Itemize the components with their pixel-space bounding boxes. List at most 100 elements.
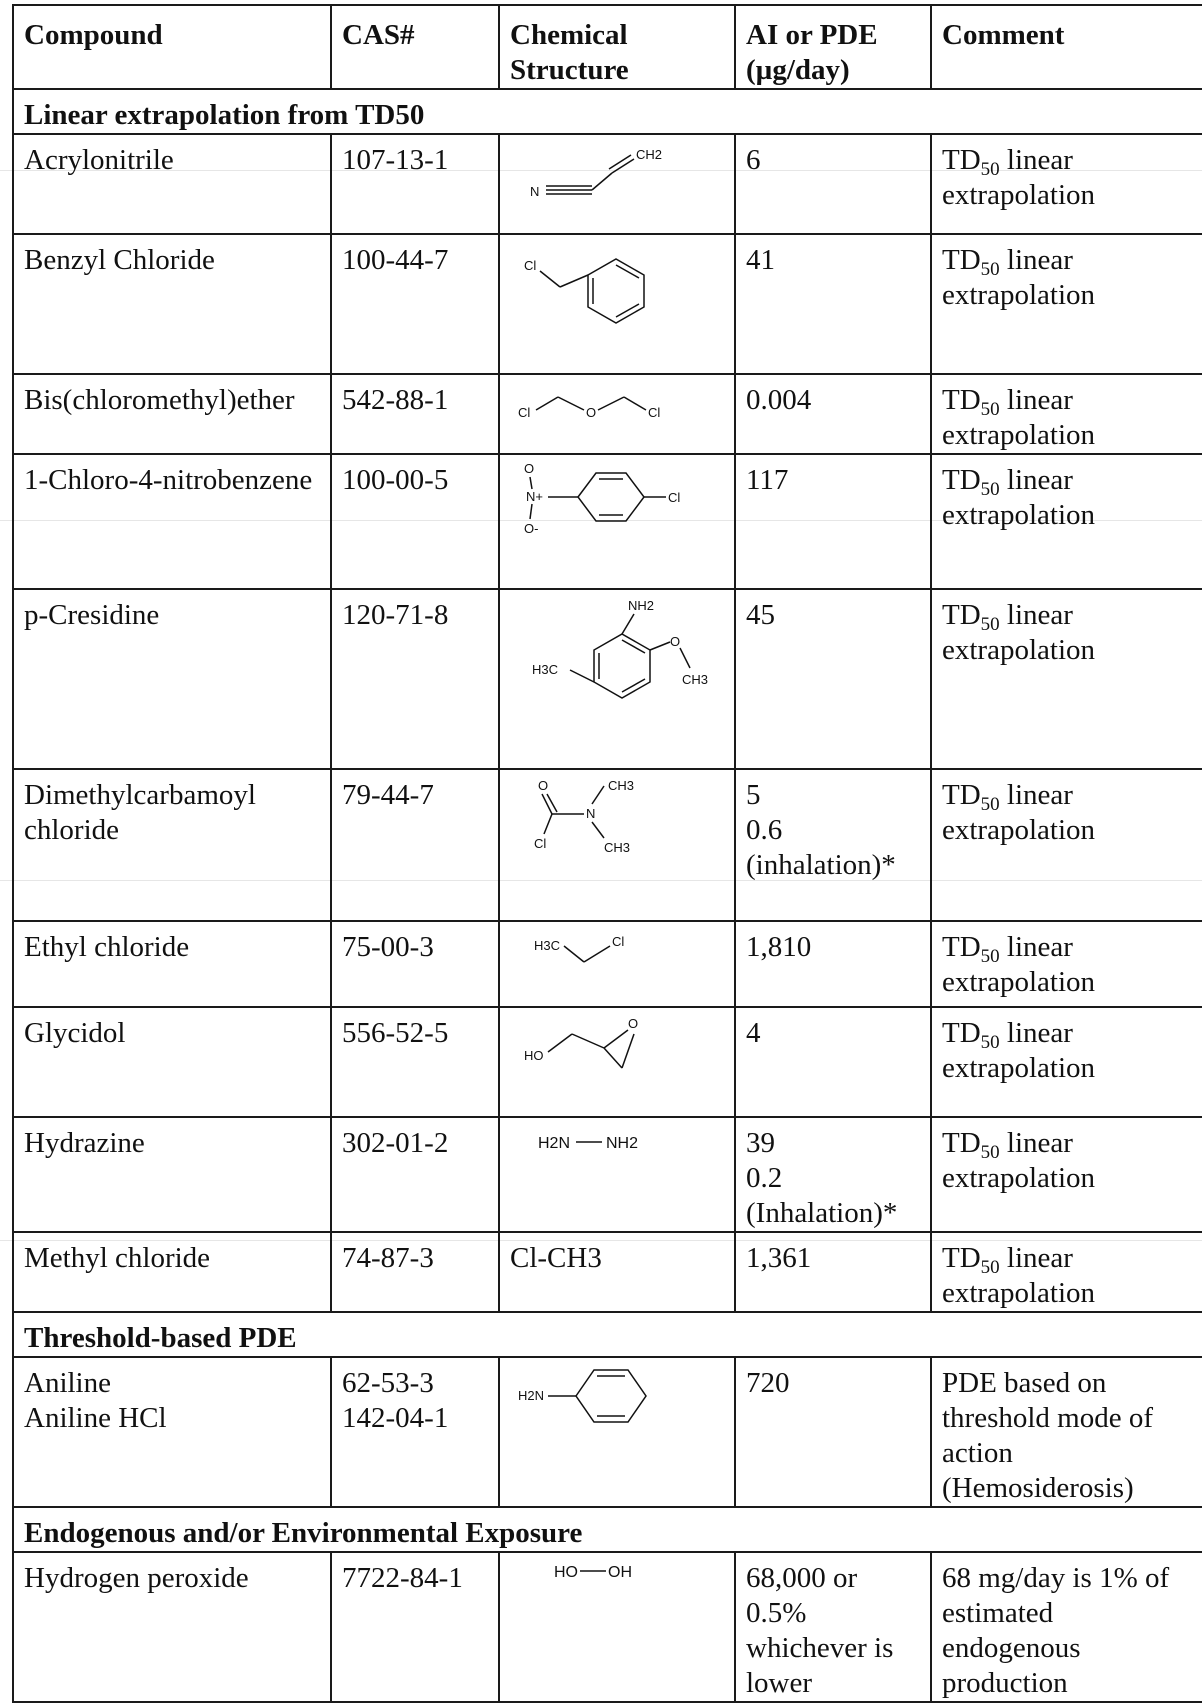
structure-cell: CH2 N <box>498 133 736 235</box>
svg-text:CH2: CH2 <box>636 147 662 162</box>
section-row-linear: Linear extrapolation from TD50 <box>12 88 1202 135</box>
svg-text:N: N <box>530 184 539 199</box>
comment-cell: TD50 linear extrapolation <box>930 453 1202 590</box>
table-row: p-Cresidine 120-71-8 NH2 O CH3 H3C <box>12 588 1202 770</box>
ai-value: 1,810 <box>734 920 932 1008</box>
svg-text:H3C: H3C <box>534 938 560 953</box>
header-row: Compound CAS# Chemical Structure AI or P… <box>12 4 1202 90</box>
header-structure-line2: Structure <box>510 54 629 86</box>
benzyl-chloride-structure-icon: Cl <box>524 258 645 324</box>
structure-cell: H2N <box>498 1356 736 1508</box>
table-row: Hydrogen peroxide 7722-84-1 HO OH 68,000… <box>12 1551 1202 1703</box>
cas-number: 62-53-3 142-04-1 <box>330 1356 500 1508</box>
impurities-table: Compound CAS# Chemical Structure AI or P… <box>12 4 1202 1703</box>
structure-formula: Cl-CH3 <box>510 1242 602 1274</box>
ai-value: 6 <box>734 133 932 235</box>
comment-cell: TD50 linear extrapolation <box>930 1231 1202 1313</box>
svg-text:O: O <box>670 634 680 649</box>
comment-cell: TD50 linear extrapolation <box>930 133 1202 235</box>
svg-text:H2N: H2N <box>518 1388 544 1403</box>
hydrazine-structure-icon: H2N NH2 <box>538 1135 638 1152</box>
ai-value: 39 0.2 (Inhalation)* <box>734 1116 932 1233</box>
compound-name: 1-Chloro-4-nitrobenzene <box>12 453 332 590</box>
section-title-threshold: Threshold-based PDE <box>12 1311 1202 1358</box>
structure-cell: Cl-CH3 <box>498 1231 736 1313</box>
dmcc-structure-icon: O Cl N CH3 CH3 <box>534 778 634 855</box>
comment-cell: TD50 linear extrapolation <box>930 233 1202 375</box>
header-structure: Chemical Structure <box>498 4 736 90</box>
comment-cell: TD50 linear extrapolation <box>930 920 1202 1008</box>
cas-number: 556-52-5 <box>330 1006 500 1118</box>
compound-name: Hydrogen peroxide <box>12 1551 332 1703</box>
compound-name: Benzyl Chloride <box>12 233 332 375</box>
svg-text:CH3: CH3 <box>682 672 708 687</box>
svg-text:CH3: CH3 <box>608 778 634 793</box>
table-row: Glycidol 556-52-5 HO O 4 TD50 linear ext… <box>12 1006 1202 1118</box>
ai-value: 4 <box>734 1006 932 1118</box>
structure-cell: HO OH <box>498 1551 736 1703</box>
svg-text:HO: HO <box>524 1048 544 1063</box>
compound-name: Dimethylcarbamoyl chloride <box>12 768 332 922</box>
svg-text:Cl: Cl <box>524 258 536 273</box>
svg-text:OH: OH <box>608 1564 632 1581</box>
svg-text:Cl: Cl <box>518 405 530 420</box>
ethyl-chloride-structure-icon: H3C Cl <box>534 934 624 963</box>
cas-number: 107-13-1 <box>330 133 500 235</box>
structure-cell: O Cl N CH3 CH3 <box>498 768 736 922</box>
cresidine-structure-icon: NH2 O CH3 H3C <box>532 598 708 699</box>
cas-number: 79-44-7 <box>330 768 500 922</box>
compound-name: Methyl chloride <box>12 1231 332 1313</box>
svg-text:O-: O- <box>524 521 538 536</box>
comment-cell: TD50 linear extrapolation <box>930 373 1202 455</box>
structure-cell: H3C Cl <box>498 920 736 1008</box>
ai-value: 1,361 <box>734 1231 932 1313</box>
ai-value: 0.004 <box>734 373 932 455</box>
header-ai: AI or PDE (µg/day) <box>734 4 932 90</box>
svg-text:Cl: Cl <box>534 836 546 851</box>
svg-text:NH2: NH2 <box>606 1135 638 1152</box>
compound-name: Acrylonitrile <box>12 133 332 235</box>
ai-value: 41 <box>734 233 932 375</box>
hydrogen-peroxide-structure-icon: HO OH <box>554 1564 632 1581</box>
header-ai-line2: (µg/day) <box>746 54 850 86</box>
comment-cell: TD50 linear extrapolation <box>930 588 1202 770</box>
glycidol-structure-icon: HO O <box>524 1016 638 1069</box>
cas-number: 542-88-1 <box>330 373 500 455</box>
acrylonitrile-structure-icon: CH2 N <box>530 147 662 199</box>
section-title-endogenous: Endogenous and/or Environmental Exposure <box>12 1506 1202 1553</box>
compound-name: Ethyl chloride <box>12 920 332 1008</box>
svg-text:HO: HO <box>554 1564 578 1581</box>
comment-cell: PDE based on threshold mode of action (H… <box>930 1356 1202 1508</box>
structure-cell: H2N NH2 <box>498 1116 736 1233</box>
compound-name: Glycidol <box>12 1006 332 1118</box>
cas-number: 120-71-8 <box>330 588 500 770</box>
table-row: Ethyl chloride 75-00-3 H3C Cl 1,810 TD50… <box>12 920 1202 1008</box>
ai-value: 45 <box>734 588 932 770</box>
structure-cell: HO O <box>498 1006 736 1118</box>
aniline-structure-icon: H2N <box>518 1369 647 1423</box>
svg-text:Cl: Cl <box>668 490 680 505</box>
cas-number: 302-01-2 <box>330 1116 500 1233</box>
cas-number: 74-87-3 <box>330 1231 500 1313</box>
svg-text:O: O <box>524 461 534 476</box>
comment-cell: 68 mg/day is 1% of estimated endogenous … <box>930 1551 1202 1703</box>
header-cas: CAS# <box>330 4 500 90</box>
chloronitrobenzene-structure-icon: O N+ O- Cl <box>524 461 680 536</box>
svg-text:H3C: H3C <box>532 662 558 677</box>
header-ai-line1: AI or PDE <box>746 19 878 51</box>
document-page: Compound CAS# Chemical Structure AI or P… <box>0 4 1202 1703</box>
cas-number: 75-00-3 <box>330 920 500 1008</box>
ai-value: 117 <box>734 453 932 590</box>
comment-cell: TD50 linear extrapolation <box>930 1006 1202 1118</box>
section-title-linear: Linear extrapolation from TD50 <box>12 88 1202 135</box>
ai-value: 68,000 or 0.5% whichever is lower <box>734 1551 932 1703</box>
svg-text:Cl: Cl <box>648 405 660 420</box>
compound-name: Aniline Aniline HCl <box>12 1356 332 1508</box>
svg-text:CH3: CH3 <box>604 840 630 855</box>
ai-value: 720 <box>734 1356 932 1508</box>
bcme-structure-icon: Cl O Cl <box>518 396 660 420</box>
compound-name: Hydrazine <box>12 1116 332 1233</box>
table-row: Acrylonitrile 107-13-1 CH2 N 6 TD50 lin <box>12 133 1202 235</box>
structure-cell: O N+ O- Cl <box>498 453 736 590</box>
svg-text:O: O <box>538 778 548 793</box>
